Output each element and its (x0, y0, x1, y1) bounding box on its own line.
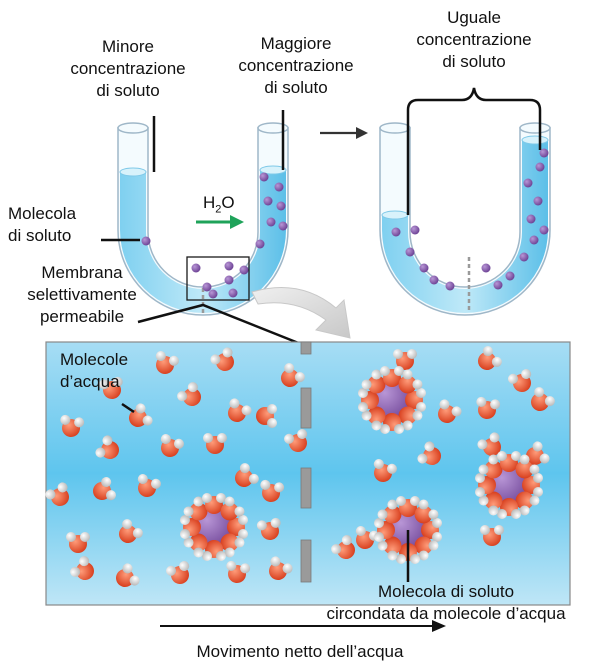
solute-molecules-left (141, 172, 288, 299)
water-molecule (421, 518, 442, 542)
water-molecule (66, 532, 90, 553)
water-molecule (377, 499, 402, 524)
water-molecule (227, 515, 248, 539)
water-molecule (160, 434, 184, 457)
u-tube-water-after (382, 140, 548, 313)
water-molecule (180, 515, 201, 539)
water-molecule (522, 473, 543, 497)
water-molecule (361, 369, 386, 394)
transition-arrow (320, 127, 368, 139)
water-molecule (531, 387, 555, 411)
water-molecule (137, 474, 161, 497)
water-molecule (398, 369, 423, 394)
label-lower-concentration: Minore concentrazione di soluto (70, 37, 186, 100)
water-molecule (166, 561, 190, 584)
zoom-arrow (251, 287, 351, 339)
water-molecule (358, 388, 379, 412)
water-molecule (497, 451, 521, 472)
water-molecule (475, 473, 496, 497)
water-molecule (203, 433, 227, 454)
water-molecule (515, 491, 540, 516)
label-equal-concentration: Uguale concentrazione di soluto (416, 8, 532, 71)
water-molecule (228, 398, 252, 422)
water-molecule (380, 366, 404, 387)
water-molecule (398, 406, 423, 431)
water-molecule (281, 363, 305, 387)
water-molecule (98, 376, 123, 399)
water-molecule (374, 518, 395, 542)
water-molecule (478, 491, 503, 516)
water-molecule (129, 403, 153, 427)
water-molecule (497, 498, 521, 519)
water-molecule (478, 346, 502, 370)
equal-concentration-bracket (406, 87, 542, 215)
water-molecule (256, 517, 281, 540)
water-molecule (119, 519, 143, 543)
water-molecule (226, 560, 251, 583)
water-molecule (183, 533, 208, 558)
water-molecule (70, 556, 94, 580)
water-molecule (393, 349, 417, 370)
water-molecule (417, 441, 441, 465)
water-molecule (260, 479, 285, 502)
u-tube-before (117, 122, 289, 316)
water-molecule (155, 351, 179, 374)
label-net-movement: Movimento netto dell’acqua (196, 642, 404, 661)
label-h2o: H2O (203, 193, 235, 216)
water-molecule (269, 556, 293, 580)
water-molecule (331, 535, 355, 559)
water-molecule (438, 399, 462, 423)
water-molecule (508, 369, 532, 392)
u-tube-water (120, 170, 286, 313)
hydrated-solutes (180, 366, 543, 564)
water-molecule (480, 525, 504, 546)
water-molecule (414, 536, 439, 561)
water-molecules (45, 346, 555, 587)
water-molecule (45, 482, 69, 506)
water-molecule (60, 414, 85, 437)
water-molecule (478, 454, 503, 479)
water-molecule (405, 388, 426, 412)
label-water-molecules: Molecole d’acqua (60, 350, 129, 391)
h2o-flow-arrow (196, 215, 244, 229)
water-molecule (377, 536, 402, 561)
water-molecule (116, 563, 140, 587)
label-solute-molecule: Molecola di soluto (8, 204, 77, 245)
water-molecule (373, 459, 397, 482)
water-molecule (477, 432, 501, 456)
water-molecule (220, 496, 245, 521)
water-molecule (183, 496, 208, 521)
water-molecule (396, 496, 420, 517)
water-molecule (476, 396, 501, 419)
water-molecule (210, 347, 234, 371)
water-molecule (95, 435, 119, 459)
water-molecule (256, 404, 277, 428)
label-higher-concentration: Maggiore concentrazione di soluto (238, 34, 354, 97)
water-molecule (284, 429, 308, 452)
label-membrane: Membrana selettivamente permeabile (27, 263, 137, 326)
pointer-membrane (137, 303, 307, 348)
water-molecule (414, 499, 439, 524)
membrane-segments (300, 341, 312, 583)
water-molecule (526, 441, 550, 465)
water-molecule (177, 382, 201, 406)
water-molecule (235, 463, 259, 487)
pointer-water-molecules (121, 402, 135, 414)
water-molecule (202, 493, 226, 514)
zoom-box (186, 256, 250, 301)
solute-molecules-right (391, 148, 549, 291)
label-hydrated-solute: Molecola di soluto circondata da molecol… (326, 582, 566, 623)
water-molecule (220, 533, 245, 558)
water-molecule (202, 540, 226, 561)
water-molecule (380, 413, 404, 434)
net-movement-arrow (160, 620, 446, 632)
water-molecule (93, 477, 116, 501)
water-molecule (515, 454, 540, 479)
water-molecule (361, 406, 386, 431)
u-tube-after (379, 122, 551, 316)
